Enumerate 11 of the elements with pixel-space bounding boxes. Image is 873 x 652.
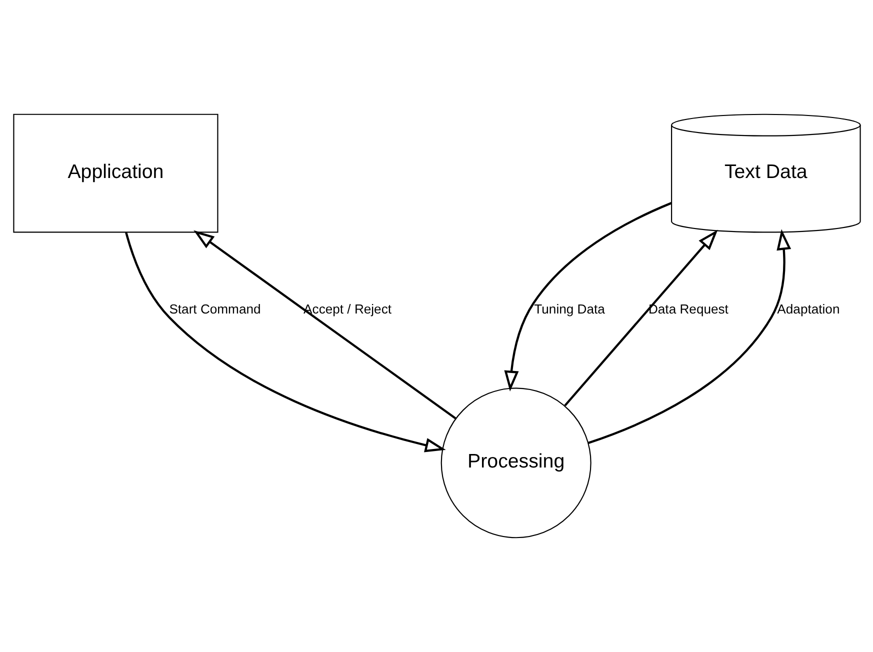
edge-label: Adaptation: [776, 302, 840, 317]
arrow: [564, 230, 718, 406]
edge-label: Accept / Reject: [303, 302, 392, 317]
arrow: [193, 230, 456, 420]
node-box: Application: [12, 114, 218, 233]
arrow: [588, 229, 791, 444]
node-circle: Processing: [440, 388, 591, 538]
arrow: [504, 202, 672, 392]
edge-label: Tuning Data: [534, 302, 604, 317]
arrow: [124, 232, 446, 452]
edge-label: Start Command: [168, 302, 260, 317]
